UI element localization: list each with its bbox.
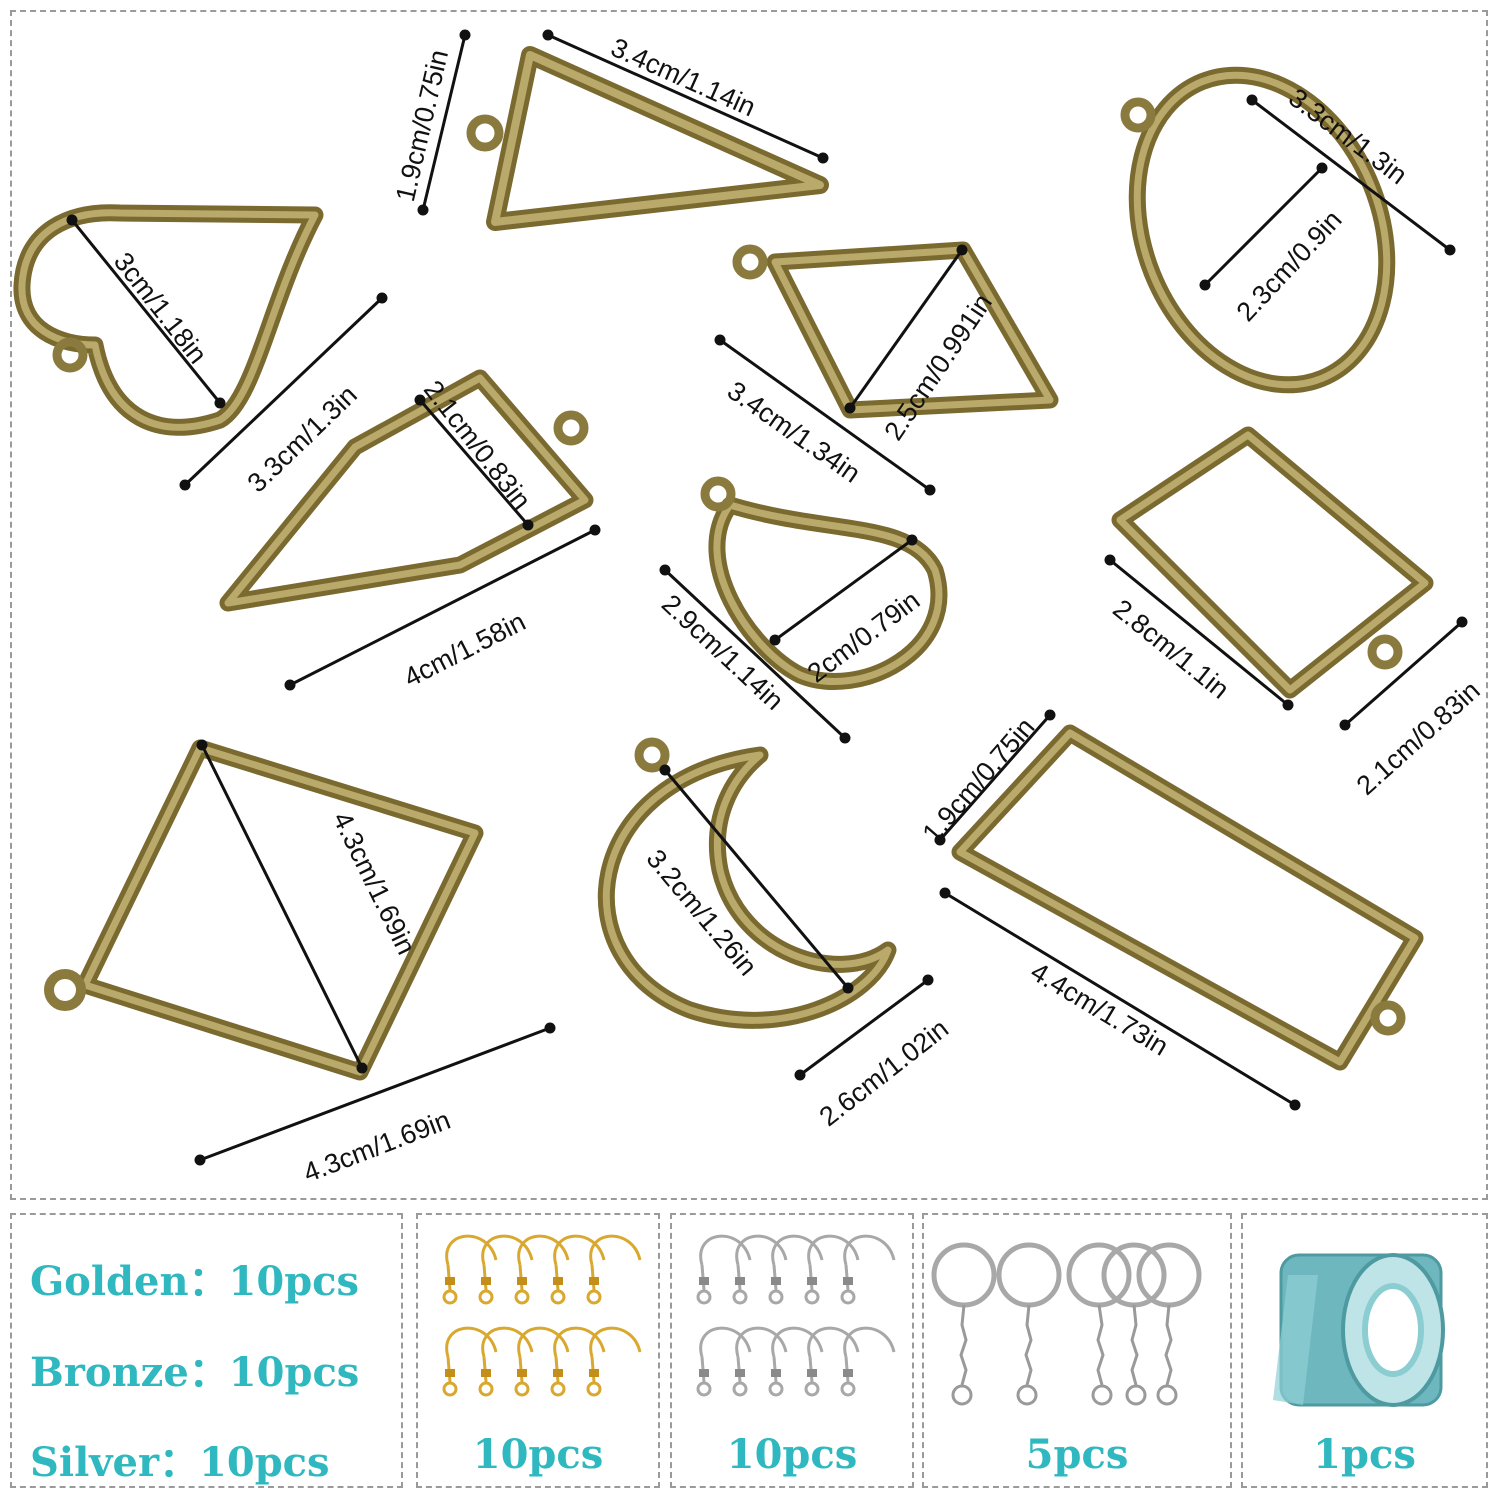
keyrings-cell: 5pcs	[922, 1213, 1232, 1488]
long-rectangle-frame	[951, 724, 1424, 1071]
oval-frame	[1120, 66, 1396, 394]
teardrop-frame	[700, 476, 948, 690]
tape-cell: 1pcs	[1241, 1213, 1488, 1488]
rhombus-frame	[732, 241, 1059, 419]
silver-hooks-cell: 10pcs	[670, 1213, 914, 1488]
silver-hooks-qty: 10pcs	[726, 1431, 858, 1478]
triangle-frame	[466, 46, 829, 231]
product-frames-panel	[10, 10, 1488, 1200]
tape-qty: 1pcs	[1313, 1431, 1416, 1478]
gold-hooks-cell: 10pcs	[416, 1213, 660, 1488]
small-rectangle-frame	[1111, 426, 1434, 699]
frames-illustration	[13, 29, 1468, 1166]
moon-frame	[597, 737, 897, 1029]
square-frame	[44, 739, 484, 1081]
tape-roll-icon	[1273, 1253, 1445, 1407]
gold-earring-hooks-icon	[442, 1234, 642, 1397]
pentagon-frame	[219, 369, 594, 612]
keyrings-qty: 5pcs	[1025, 1431, 1129, 1478]
bronze-count: Bronze：10pcs	[30, 1349, 360, 1396]
gold-hooks-qty: 10pcs	[472, 1431, 604, 1478]
silver-count: Silver：10pcs	[30, 1439, 330, 1486]
color-counts-cell: Golden：10pcs Bronze：10pcs Silver：10pcs	[10, 1213, 403, 1488]
golden-count: Golden：10pcs	[30, 1258, 360, 1305]
silver-earring-hooks-icon	[696, 1234, 896, 1397]
key-rings-icon	[931, 1242, 1202, 1406]
heart-frame	[13, 204, 324, 436]
